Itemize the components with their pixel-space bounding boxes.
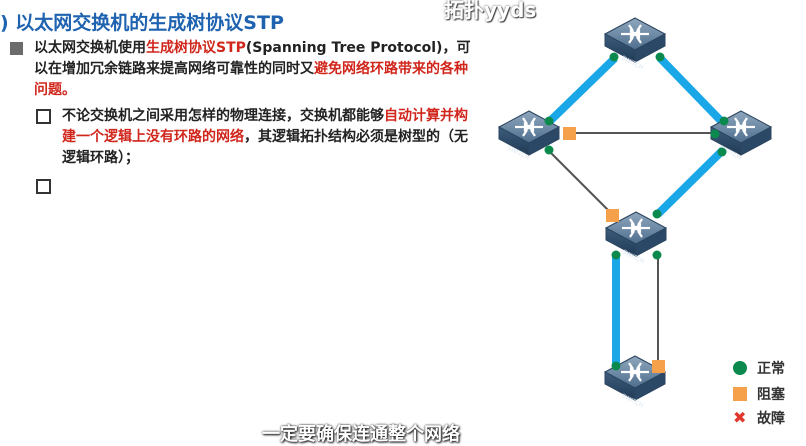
- legend-fault-label: 故障: [757, 411, 785, 427]
- legend-blocked-label: 阻塞: [757, 387, 785, 403]
- video-subtitle: 一定要确保连通整个网络: [262, 424, 460, 445]
- slide-title: ) 以太网交换机的生成树协议STP: [0, 12, 284, 34]
- checkbox-bullet-icon: [36, 109, 51, 124]
- port-normal-dot: [544, 116, 554, 126]
- blocked-square-icon: [733, 387, 747, 401]
- port-normal-dot: [719, 116, 729, 126]
- fault-x-icon: ✖: [733, 408, 747, 427]
- link-left-center: [547, 149, 613, 215]
- bullet-main-highlight-1: 生成树协议STP: [146, 40, 246, 56]
- normal-dot-icon: [733, 361, 747, 375]
- port-blocked-square: [606, 209, 619, 222]
- port-normal-dot: [609, 52, 619, 62]
- port-normal-dot: [717, 147, 727, 157]
- port-normal-dot: [710, 129, 720, 139]
- bullet-main-text-1: 以太网交换机使用: [34, 40, 146, 56]
- port-blocked-square: [563, 127, 576, 140]
- link-top-left: [545, 55, 618, 126]
- port-normal-dot: [611, 250, 621, 260]
- checkbox-bullet-icon: [36, 179, 51, 194]
- bullet-main: 以太网交换机使用生成树协议STP(Spanning Tree Protocol)…: [10, 38, 480, 101]
- bullet-sub-1-text-2: ，其逻辑拓扑结构必须是树型的（无逻辑环路）；: [62, 129, 468, 166]
- port-normal-dot: [655, 52, 665, 62]
- legend-fault: ✖ 故障: [733, 408, 785, 428]
- bullet-main-text-2: (Spanning Tree Protocol)，可以在增加冗余链路来提高网络可…: [34, 40, 471, 77]
- bullet-sub-1: 不论交换机之间采用怎样的物理连接，交换机都能够自动计算并构建一个逻辑上没有环路的…: [36, 106, 476, 169]
- bullet-sub-1-text-1: 不论交换机之间采用怎样的物理连接，交换机都能够: [62, 108, 384, 124]
- legend-blocked: 阻塞: [733, 384, 785, 404]
- port-normal-dot: [652, 250, 662, 260]
- bullet-sub-1-highlight: 自动计算并构建一个逻辑上没有环路的网络: [62, 108, 468, 145]
- port-normal-dot: [652, 209, 662, 219]
- link-top-right: [657, 55, 726, 126]
- link-right-center: [655, 147, 726, 217]
- port-normal-dot: [544, 145, 554, 155]
- port-normal-dot: [611, 361, 621, 371]
- bullet-main-highlight-2: 避免网络环路带来的各种问题。: [34, 61, 468, 98]
- legend-normal-label: 正常: [757, 361, 785, 377]
- port-blocked-square: [652, 360, 665, 373]
- legend-normal: 正常: [733, 358, 785, 378]
- square-bullet-icon: [10, 42, 23, 55]
- watermark-text: 拓扑yyds: [444, 0, 537, 22]
- network-topology-diagram: SWITCH SWITCH SWITCH SWITCH SWITCH: [497, 16, 773, 409]
